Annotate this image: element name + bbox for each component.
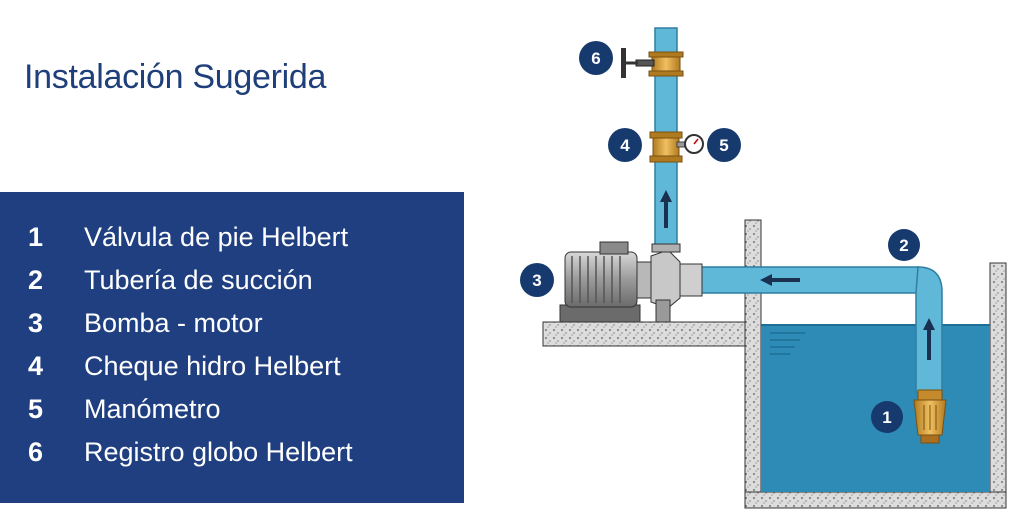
legend-number: 4 (28, 351, 44, 381)
globe-valve (621, 48, 684, 78)
page-title: Instalación Sugerida (24, 58, 327, 96)
motor-body (564, 251, 638, 308)
badge-1: 1 (871, 401, 903, 433)
badge-3: 3 (520, 263, 554, 297)
badge-6-label: 6 (591, 49, 600, 68)
foot-valve (913, 389, 947, 444)
pump-volute (650, 249, 681, 309)
badge-3-label: 3 (532, 271, 541, 290)
legend-number: 6 (28, 437, 44, 467)
legend-number: 1 (28, 222, 44, 252)
legend-label: Cheque hidro Helbert (84, 351, 341, 381)
legend-label: Registro globo Helbert (84, 437, 353, 467)
badge-2: 2 (888, 229, 920, 261)
badge-6: 6 (579, 41, 613, 75)
badge-5: 5 (707, 128, 741, 162)
flow-arrow-left (760, 274, 800, 286)
water-level-marks (770, 332, 805, 355)
flow-arrow-up-discharge (660, 190, 672, 228)
motor-base (559, 304, 641, 323)
badge-5-label: 5 (719, 136, 728, 155)
tank-left-wall (744, 219, 762, 509)
motor-coupling (636, 261, 652, 299)
legend-item: 2 Tubería de succión (0, 259, 464, 302)
tank (744, 219, 1007, 509)
legend-label: Tubería de succión (84, 265, 313, 295)
flow-arrow-up-suction (923, 318, 935, 360)
legend-item: 6 Registro globo Helbert (0, 431, 464, 474)
pump-pad (542, 321, 746, 347)
legend-item: 5 Manómetro (0, 388, 464, 431)
motor-terminal-box (599, 241, 629, 255)
badge-2-label: 2 (899, 236, 908, 255)
tank-right-wall (989, 262, 1007, 509)
badge-1-label: 1 (882, 408, 891, 427)
pump-stand (655, 299, 671, 323)
check-valve (649, 131, 683, 163)
legend-item: 1 Válvula de pie Helbert (0, 216, 464, 259)
legend-label: Manómetro (84, 394, 221, 424)
tank-floor (744, 491, 1007, 509)
pressure-gauge (676, 134, 704, 154)
badge-4-label: 4 (620, 136, 630, 155)
legend-number: 2 (28, 265, 44, 295)
pump-suction-nozzle (679, 263, 703, 297)
legend-panel: 1 Válvula de pie Helbert 2 Tubería de su… (0, 192, 464, 503)
legend-label: Bomba - motor (84, 308, 263, 338)
pump-motor (559, 241, 703, 323)
legend-list: 1 Válvula de pie Helbert 2 Tubería de su… (0, 192, 464, 474)
legend-item: 3 Bomba - motor (0, 302, 464, 345)
legend-item: 4 Cheque hidro Helbert (0, 345, 464, 388)
legend-number: 3 (28, 308, 44, 338)
legend-number: 5 (28, 394, 44, 424)
badge-4: 4 (608, 128, 642, 162)
legend-label: Válvula de pie Helbert (84, 222, 349, 252)
pump-discharge-flange (651, 243, 681, 253)
